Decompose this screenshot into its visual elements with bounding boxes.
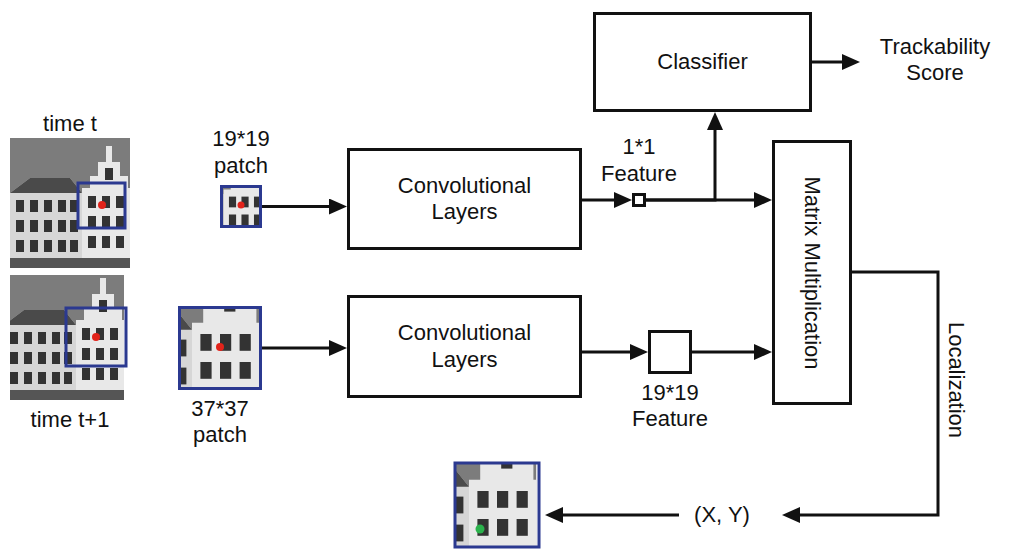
search-box [66,308,126,366]
feature-square: 1*1 Feature [632,193,646,207]
flow-arrow [646,118,715,200]
flow-arrow [262,205,341,208]
output-image [455,463,536,547]
conv-box: Convolutional Layers [347,295,582,398]
frame-label: time t [10,111,130,137]
output-label: Trackability Score [865,34,1005,87]
flow-arrow [262,347,341,350]
box-title: Matrix Multiplication [799,176,825,369]
outside-caption: 37*37 patch [175,396,265,449]
building-picture [455,463,536,547]
box-title: Classifier [657,49,747,75]
box-title: Convolutional Layers [380,320,550,373]
path-label: Localization [943,319,969,441]
flow-arrow [646,199,766,202]
outside-caption: 1*1 Feature [594,134,684,187]
output-arrow [551,514,686,517]
patch-image [178,306,259,390]
track-point [238,202,245,209]
flow-arrow [692,351,766,354]
frame-image [10,138,130,268]
classifier-box: Classifier [593,12,812,112]
predicted-point [476,525,485,534]
input-patch: 19*19 patch [220,185,262,228]
input-patch: 37*37 patch [178,306,262,390]
patch-image [220,185,262,228]
output-arrow [812,61,854,64]
outside-caption: 19*19 Feature [625,380,715,433]
output-patch-frame [455,463,539,547]
building-picture [10,138,130,268]
feature-square: 19*19 Feature [648,330,692,374]
frame-label: time t+1 [10,407,130,433]
search-box [78,183,125,228]
track-point [98,201,106,209]
coordinate-label: (X, Y) [679,502,765,528]
matmul-box: Matrix Multiplication [772,140,852,405]
building-picture [220,185,262,228]
box-title: Convolutional Layers [380,173,550,226]
track-point [92,333,100,341]
outside-caption: 19*19 patch [196,126,286,179]
flow-arrow [582,351,642,354]
track-point [216,343,224,351]
flow-arrow [582,199,626,202]
building-picture [178,306,259,390]
conv-box: Convolutional Layers [347,148,582,250]
